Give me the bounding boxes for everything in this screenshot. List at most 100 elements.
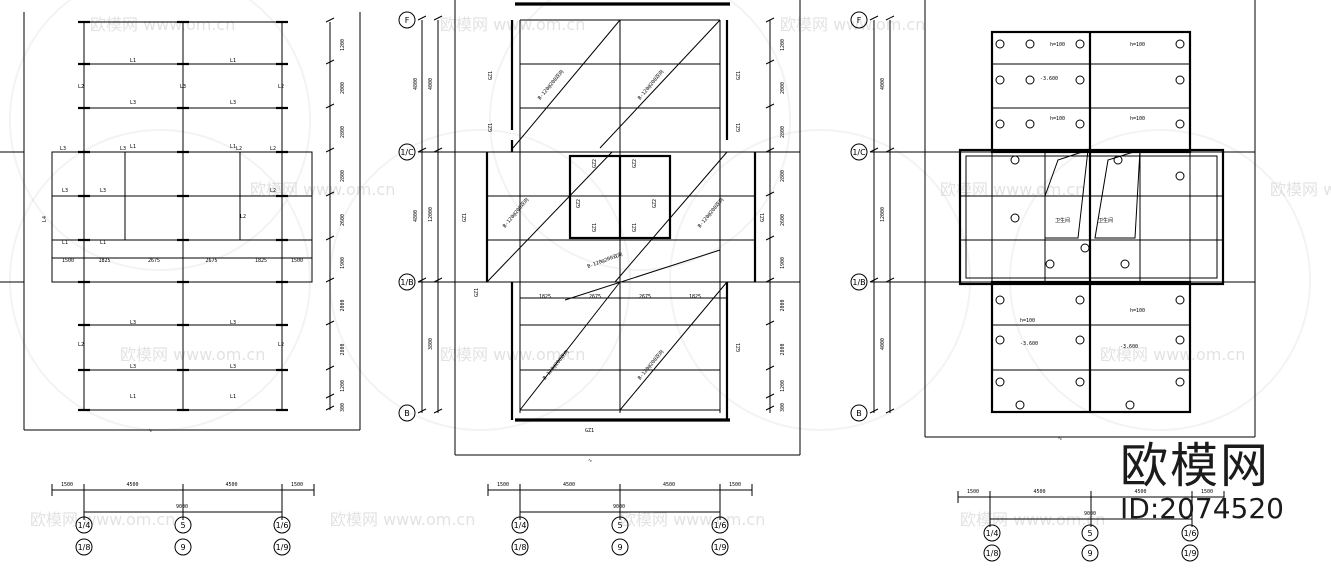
plan2-axis-top-circle [398,11,416,29]
plan2-dim-text: 4800 [413,78,419,90]
plan2-stair-diagonal [486,151,613,283]
plan1-mid-dim: 2675 [206,258,218,264]
axis-bubble-row1-text: 5 [180,521,185,530]
axis-bubble-row2-text: 1/8 [78,543,91,552]
dim-a-text: 4500 [127,482,139,488]
plan1-dim-tick [325,235,335,241]
plan2-axis-1b-circle [398,273,416,291]
plan2-dim-text: 2800 [780,170,786,182]
plan1-beam-label: L2 [78,342,84,348]
plan3-room-circle [1075,119,1085,129]
axis-bubble-row2-circle [511,538,529,556]
dim-a-text: 1500 [61,482,73,488]
dim-a-text: 4500 [226,482,238,488]
plan1-dim-tick [325,103,335,109]
plan1-beam-label: L3 [130,100,136,106]
plan3-room-circle [1075,75,1085,85]
axis-bubble-row2-text: 9 [617,543,622,552]
plan1-beam-label: L3 [120,146,126,152]
plan1-beam-label: L3 [130,364,136,370]
plan1-beam-label: L1 [62,240,68,246]
axis-bubble-row1-text: 1/6 [714,521,727,530]
plan3-dim-tick [869,147,879,153]
plan2-mark: GZ1 [632,223,638,232]
plan2-axis-1c-text: 1/C [400,148,414,157]
plan3-dim-text: 12000 [880,207,886,222]
axis-bubble-row1-circle [1081,524,1099,542]
plan1-dim-tick [325,147,335,153]
plan2-stair-text: B-120@200双向 [501,196,530,229]
plan1-dim-tick [325,277,335,283]
plan2-dim-text: 12000 [428,207,434,222]
plan2-dim-tick [765,393,775,399]
plan2-dim-tick [765,277,775,283]
plan1-beam-label: L3 [100,188,106,194]
plan2-mark: GZ2 [652,199,658,208]
axis-bubble-row1-text: 1/4 [514,521,527,530]
plan2-dim-tick [765,405,775,411]
plan2-bottom-mark: GZ1 [585,428,594,434]
plan1-dim-text: 2800 [340,126,346,138]
plan2-dim-tick [433,408,443,414]
axis-bubble-row2-text: 1/9 [1184,549,1197,558]
plan2-dim-text: 4800 [413,210,419,222]
plan2-dim-text: 2000 [780,299,786,311]
plan3-axis-1c-text: 1/C [852,148,866,157]
plan1-left-label: L4 [42,216,48,222]
brand-text: 欧模网 [1120,438,1271,494]
plan3-room-label: 卫生间 [1098,217,1113,224]
axis-bubble-row1-text: 1/4 [78,521,91,530]
plan2-mark: GZ2 [576,199,582,208]
plan3-room-circle [1175,295,1185,305]
dim-c-text: 4500 [1135,489,1147,495]
plan3-dim-tick [885,15,895,21]
plan3-room-circle [1075,39,1085,49]
plan3-room-circle [995,377,1005,387]
plan1-dim-text: 2800 [340,170,346,182]
plan2-dim-tick [765,17,775,23]
plan1-beam-label: L2 [270,188,276,194]
plan3-axis-1b-text: 1/B [852,278,865,287]
plan2-dim-text: 3800 [428,338,434,350]
watermark-brand: 欧模网 www.om.cn [250,180,395,199]
plan1-beam-label: L2 [270,146,276,152]
plan2-mid-dim: 1825 [689,294,701,300]
plan2-dim-tick [417,408,427,414]
watermark-ring [329,129,631,431]
plan3-room-label: h=100 [1050,116,1065,122]
watermark-brand: 欧模网 www.om.cn [1100,345,1245,364]
plan2-dim-tick [433,147,443,153]
plan2-dim-tick [765,365,775,371]
plan2-dim-tick [417,15,427,21]
plan2-axis-top-text: F [405,16,410,25]
plan3-dim-tick [885,408,895,414]
plan2-stair-text: B-120@200双向 [586,251,623,270]
plan3-axis-top-text: F [857,16,862,25]
break-mark: ∿ [588,458,592,464]
plan1-beam-label: L3 [180,84,186,90]
plan1-beam-label: L3 [130,320,136,326]
axis-bubble-row2-circle [711,538,729,556]
plan2-mid-dim: 2675 [639,294,651,300]
plan2-dim-text: 2800 [780,343,786,355]
plan1-central-block [51,151,313,283]
plan3-room-circle [1015,400,1025,410]
plan3-dim-tick [869,15,879,21]
axis-bubble-row1-text: 1/6 [276,521,289,530]
axis-bubble-row1-circle [75,516,93,534]
axis-bubble-row2-text: 9 [180,543,185,552]
plan3-axis-top-circle [850,11,868,29]
break-mark: ∿ [1058,436,1062,442]
plan1-dim-tick [325,59,335,65]
plan3-central-inner [965,155,1218,279]
plan2-dim-tick [765,320,775,326]
plan2-dim-tick [765,147,775,153]
plan2-mark: GZ2 [632,159,638,168]
dim-b-text: 4500 [563,482,575,488]
break-mark: ∿ [148,428,152,434]
axis-bubble-row1-circle [511,516,529,534]
plan3-room-circle [1175,75,1185,85]
dim-c-text: 1500 [1201,489,1213,495]
plan1-dim-tick [325,405,335,411]
